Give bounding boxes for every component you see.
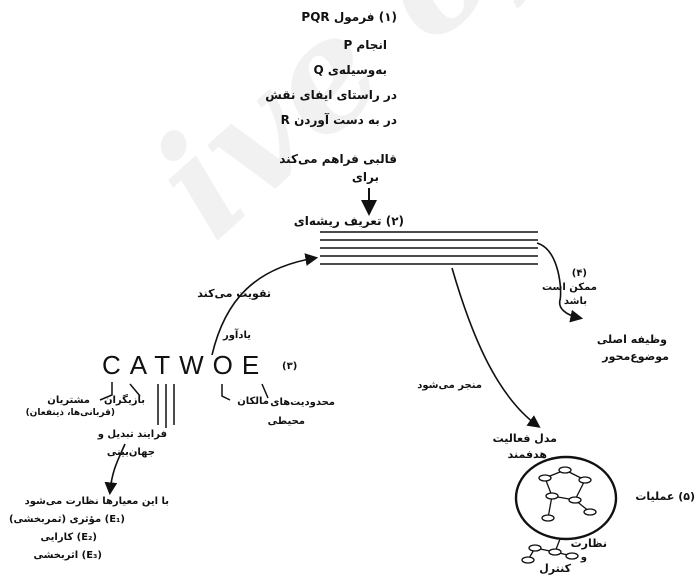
provides-frame-label: قالبی فراهم می‌کند <box>279 152 397 166</box>
arrow-leads-to-model <box>451 267 541 428</box>
criteria-e1: (E₁) مؤثری (ثمربخشی) <box>8 514 125 525</box>
pqr-role: در راستای ایفای نقش <box>265 88 397 102</box>
transformation-label: فرایند تبدیل و <box>97 429 167 440</box>
monitoring-network <box>521 538 579 564</box>
pqr-by-q: به‌وسیله‌ی Q <box>313 63 388 77</box>
criteria-e2: (E₂) کارایی <box>40 532 97 543</box>
primary-task-label: وظیفه اصلی <box>596 333 667 346</box>
reminder-label: یادآور <box>222 330 251 341</box>
root-definition-lines <box>320 231 538 265</box>
arrow-to-criteria <box>104 443 126 496</box>
provides-frame-for-label: برای <box>351 170 379 184</box>
leads-to-label: منجر می‌شود <box>417 380 482 391</box>
catwoe-number: (۳) <box>282 361 298 372</box>
customers-sub-label: (قربانی‌ها، ذینفعان) <box>25 408 115 418</box>
reinforces-label: تقویت می‌کند <box>197 287 271 300</box>
issue-based-label: موضوع‌محور <box>602 350 669 363</box>
branch4-be: باشد <box>563 296 587 307</box>
pqr-formula-title: (۱) فرمول PQR <box>301 10 397 24</box>
purposeful-label: هدفمند <box>507 448 547 461</box>
activity-model-blob <box>514 455 618 541</box>
worldview-label: جهان‌بینی <box>106 447 155 458</box>
activity-network <box>538 466 597 522</box>
criteria-e3: (E₃) اثربخشی <box>33 550 102 561</box>
customers-label: مشتریان <box>47 395 90 406</box>
catwoe-connectors <box>99 382 269 428</box>
root-definition-title: (۲) تعریف ریشه‌ای <box>293 214 404 228</box>
monitoring-and-label: و <box>580 552 587 563</box>
actors-label: بازیگران <box>103 395 145 406</box>
owners-label: مالکان <box>237 396 269 407</box>
operations-label: (۵) عملیات <box>635 490 695 503</box>
environment-sub-label: محیطی <box>267 416 305 427</box>
criteria-intro: با این معیارها نظارت می‌شود <box>24 496 169 507</box>
arrow-branch4 <box>536 242 584 323</box>
arrow-reinforces <box>211 253 319 356</box>
activity-model-label: مدل فعالیت <box>492 432 557 445</box>
control-label: کنترل <box>539 562 571 575</box>
branch4-number: (۴) <box>571 268 587 279</box>
monitoring-label: نظارت <box>570 537 607 550</box>
catwoe-letters: CATWOE <box>102 350 269 380</box>
branch4-may-be: ممکن است <box>541 282 597 293</box>
pqr-achieve-r: در به دست آوردن R <box>280 113 397 127</box>
environment-label: محدودیت‌های <box>270 397 335 408</box>
pqr-do-p: انجام P <box>343 38 387 52</box>
